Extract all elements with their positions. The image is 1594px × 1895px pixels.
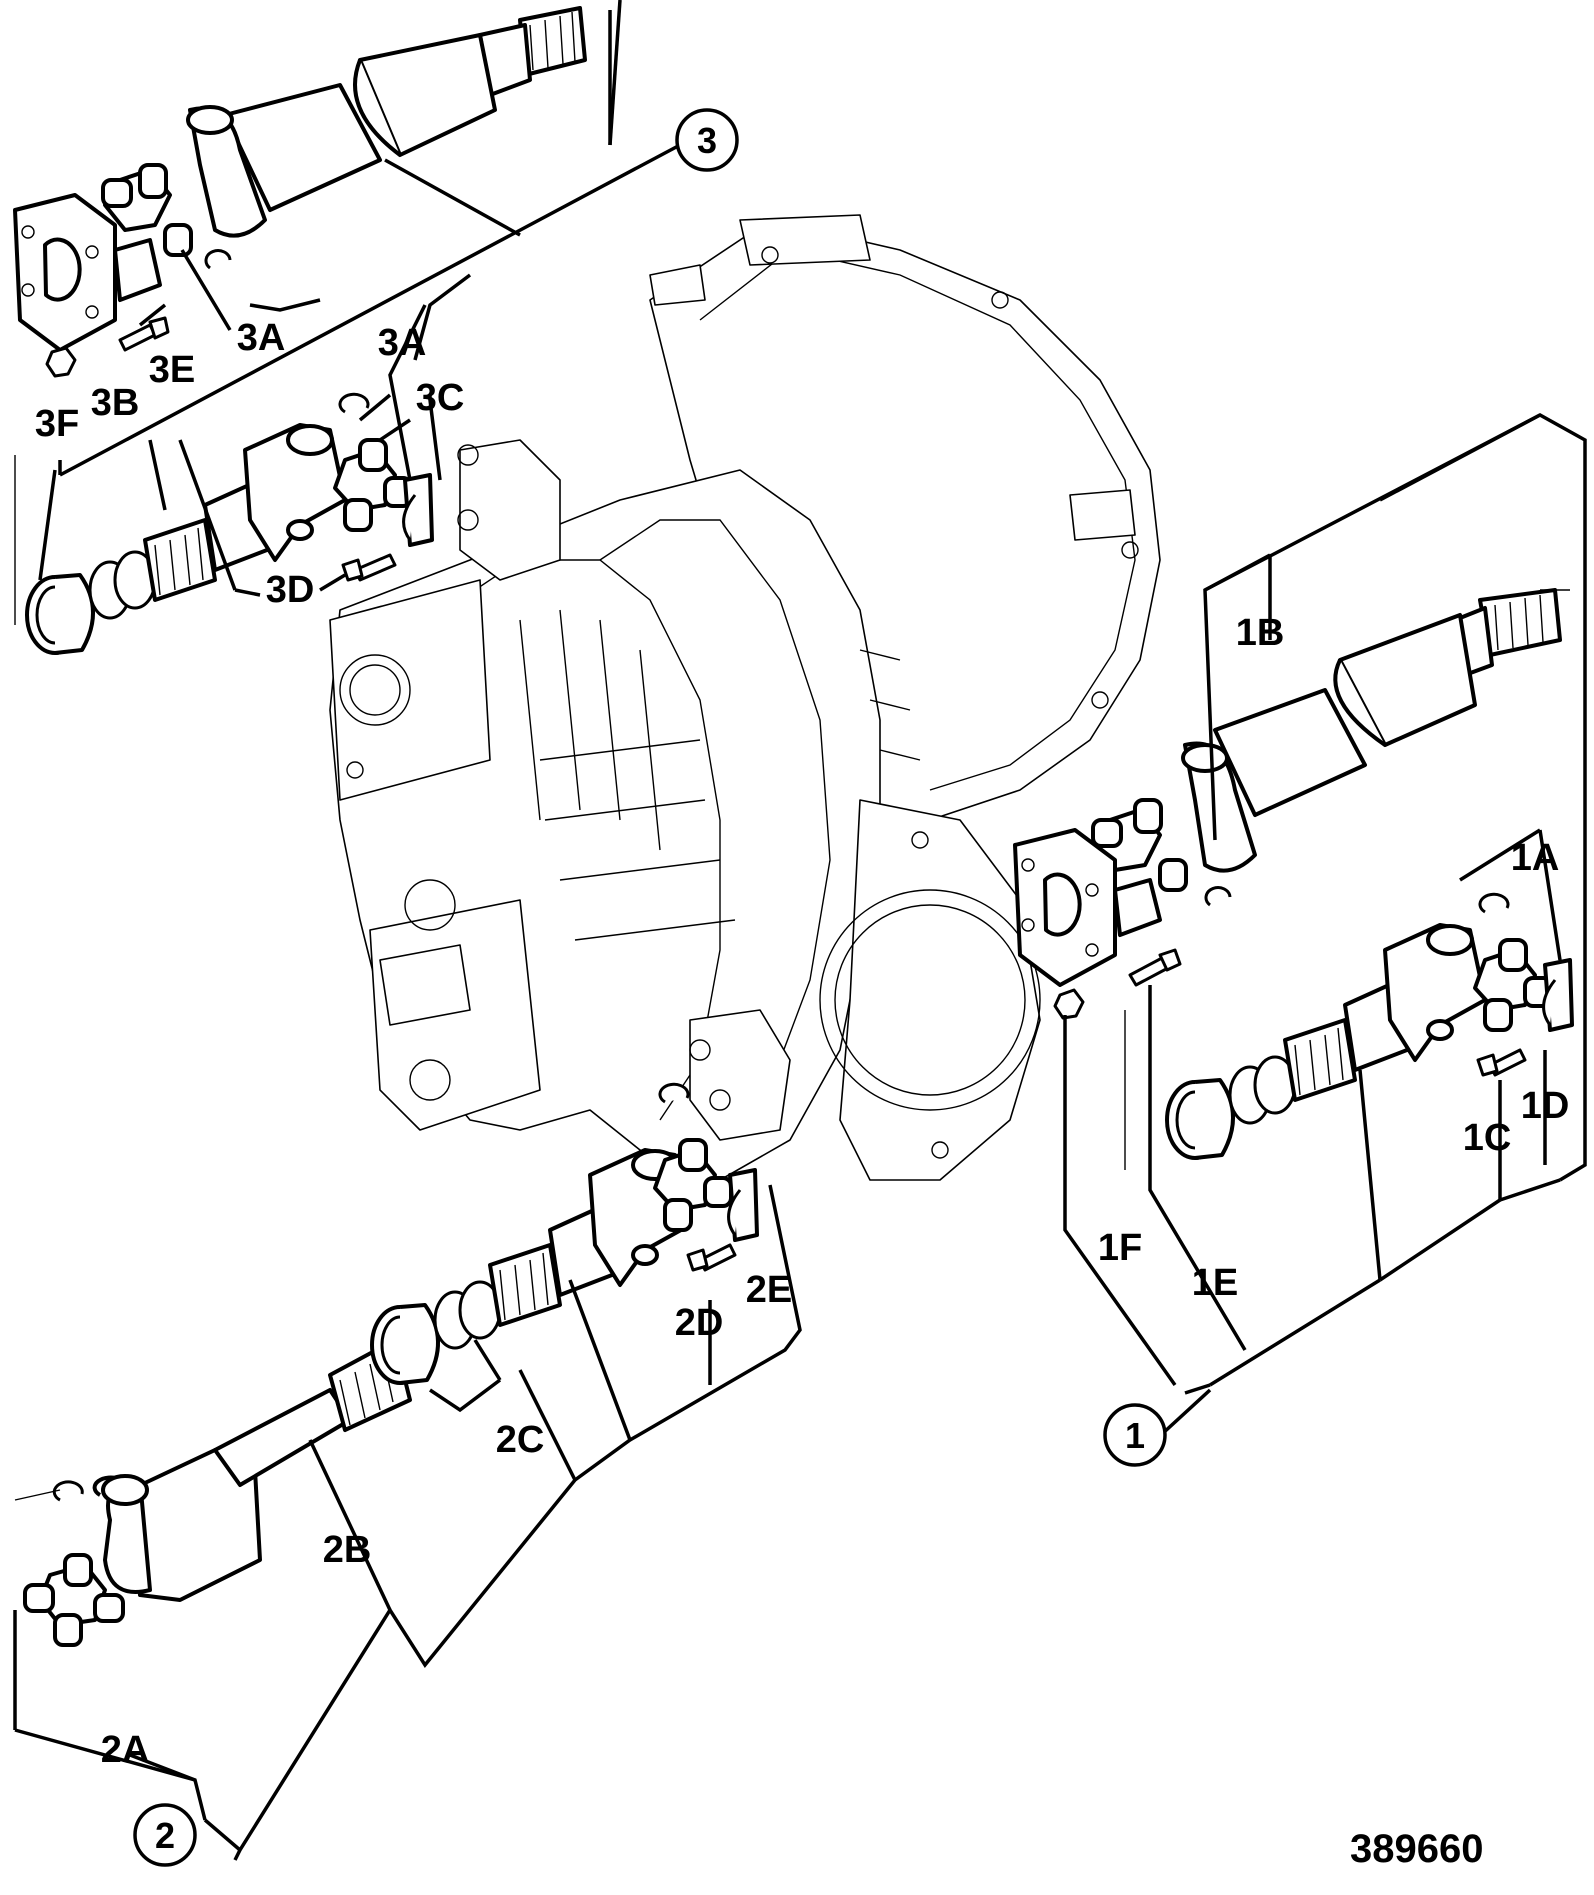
figure-number: 389660 <box>1350 1827 1483 1871</box>
part-labels: 3A 3A 3E 3C 3B 3F 3D 1B 1A 1D 1C 1F 1E 2… <box>35 317 1569 1771</box>
label-2A: 2A <box>101 1729 150 1771</box>
assembly-1-shaft-upper <box>1013 588 1562 1020</box>
label-1D: 1D <box>1521 1085 1570 1127</box>
label-3C: 3C <box>416 377 465 419</box>
label-3A-top: 3A <box>237 317 286 359</box>
label-2C: 2C <box>496 1419 545 1461</box>
label-2D: 2D <box>675 1302 724 1344</box>
label-3E: 3E <box>149 349 195 391</box>
label-1C: 1C <box>1463 1117 1512 1159</box>
label-3B: 3B <box>91 382 140 424</box>
callout-2-number: 2 <box>155 1815 175 1856</box>
label-3F: 3F <box>35 403 79 445</box>
assembly-3-shaft-lower <box>25 392 434 655</box>
assembly-3-leaders <box>14 0 681 625</box>
label-2E: 2E <box>746 1269 792 1311</box>
gearbox-housing <box>329 214 1161 1189</box>
label-3D: 3D <box>266 569 315 611</box>
assembly-1-shaft-lower <box>1165 892 1574 1160</box>
label-1A: 1A <box>1511 837 1560 879</box>
label-3A-mid: 3A <box>378 322 427 364</box>
label-2B: 2B <box>323 1529 372 1571</box>
assembly-3-shaft-upper <box>13 6 587 378</box>
callout-3: 3 <box>675 108 739 172</box>
callout-3-number: 3 <box>697 120 717 161</box>
callout-1: 1 <box>1103 1403 1167 1467</box>
callout-2: 2 <box>133 1803 197 1867</box>
label-1F: 1F <box>1098 1227 1142 1269</box>
callout-1-number: 1 <box>1125 1415 1145 1456</box>
assembly-1-leaders <box>1063 413 1587 1447</box>
assembly-2-leaders <box>13 1184 802 1861</box>
assembly-2-shaft <box>23 1082 759 1647</box>
label-1B: 1B <box>1236 612 1285 654</box>
label-1E: 1E <box>1192 1262 1238 1304</box>
